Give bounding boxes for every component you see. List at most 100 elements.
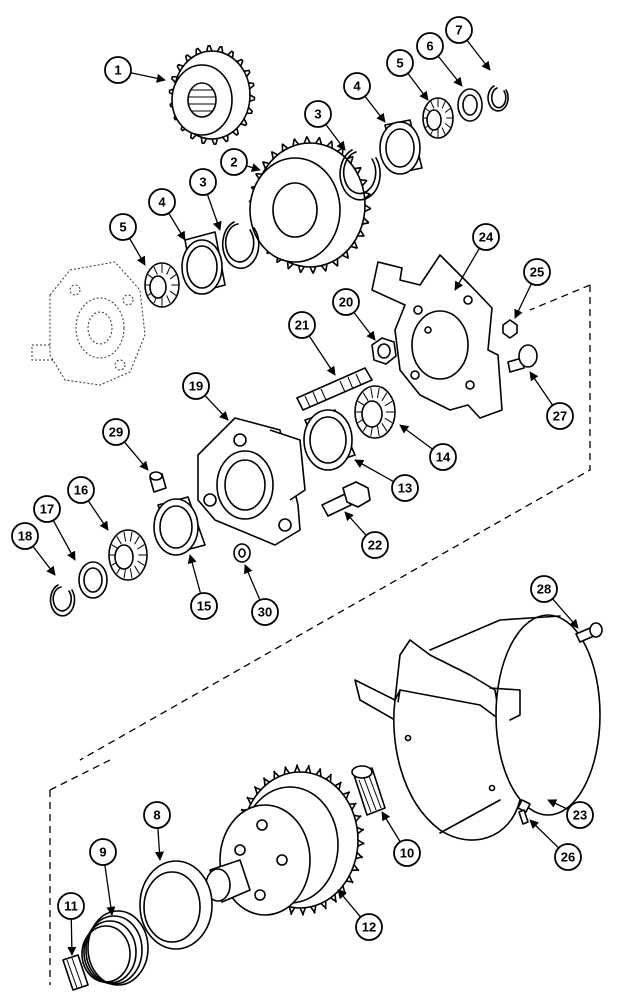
part-seal-ring [139, 860, 213, 950]
callout-c3a: 3 [189, 168, 217, 196]
callout-c7: 7 [445, 16, 473, 44]
part-cap-screw [507, 344, 538, 373]
callout-leader-line [123, 441, 149, 471]
callout-c11: 11 [57, 892, 85, 920]
callout-number: 25 [530, 265, 544, 280]
callout-circle [393, 839, 421, 867]
callout-leader-line [325, 124, 346, 151]
callout-circle [182, 372, 210, 400]
callout-number: 30 [258, 605, 272, 620]
callout-circle [523, 258, 551, 286]
callout-number: 21 [295, 318, 309, 333]
callout-leader-line [454, 247, 480, 291]
part-cap-screw [575, 622, 603, 643]
callout-circle [189, 168, 217, 196]
callout-number: 12 [362, 920, 376, 935]
callout-c22: 22 [361, 531, 389, 559]
part-dowel-pin [149, 471, 167, 493]
callout-c5b: 5 [386, 49, 414, 77]
part-thrust-washer [457, 88, 483, 122]
callout-c24: 24 [472, 223, 500, 251]
callout-c3b: 3 [304, 100, 332, 128]
callout-circle [109, 213, 137, 241]
part-retaining-ring [487, 85, 509, 112]
part-thrust-washer [78, 561, 108, 599]
callout-c4a: 4 [148, 188, 176, 216]
callout-leader-line [381, 811, 401, 843]
callout-circle [89, 838, 117, 866]
callout-c4b: 4 [343, 72, 371, 100]
callout-number: 4 [158, 195, 166, 210]
callout-leader-line [128, 237, 146, 266]
callout-c17: 17 [33, 495, 61, 523]
callout-c28: 28 [530, 575, 558, 603]
part-splined-coupler [62, 954, 89, 991]
callout-c1: 1 [104, 56, 132, 84]
callout-number: 2 [230, 155, 237, 170]
callout-leader-line [437, 55, 463, 87]
callout-leader-line [104, 864, 116, 916]
part-spur-gear-small [168, 44, 256, 146]
callout-number: 8 [153, 808, 160, 823]
callout-leader-line [547, 799, 569, 811]
callout-c21: 21 [288, 311, 316, 339]
part-coil-spring [81, 910, 149, 986]
part-tapered-bearing [422, 97, 454, 139]
callout-number: 29 [109, 425, 123, 440]
callout-leader-line [67, 918, 77, 956]
callout-leader-line [87, 500, 109, 531]
callout-leader-line [514, 283, 532, 319]
ghost-housing-outline [31, 261, 146, 386]
callout-leader-line [354, 459, 394, 483]
callout-c10: 10 [393, 839, 421, 867]
part-bearing-cup [379, 119, 423, 175]
callout-number: 17 [40, 502, 54, 517]
callout-number: 5 [396, 56, 403, 71]
callout-c2: 2 [220, 148, 248, 176]
callout-leader-line [32, 545, 56, 576]
callout-number: 10 [400, 846, 414, 861]
callout-c18: 18 [11, 522, 39, 550]
callout-circle [67, 476, 95, 504]
callout-number: 16 [74, 483, 88, 498]
part-mounting-plate [371, 254, 503, 419]
callout-circle [57, 892, 85, 920]
callout-number: 3 [314, 107, 321, 122]
callout-circle [391, 474, 419, 502]
part-bearing-cup [303, 409, 356, 471]
callout-circle [355, 913, 383, 941]
part-bearing-cup [153, 496, 206, 556]
callout-circle [445, 16, 473, 44]
callout-c29: 29 [102, 418, 130, 446]
part-output-gear-shaft [205, 764, 365, 916]
callout-leader-line [130, 72, 166, 83]
callout-c23: 23 [566, 801, 594, 829]
callout-number: 15 [197, 599, 211, 614]
callout-c14: 14 [429, 443, 457, 471]
callout-circle [148, 188, 176, 216]
callout-c9: 9 [89, 838, 117, 866]
callout-number: 9 [99, 845, 106, 860]
part-hex-bolt [321, 481, 371, 517]
callout-c27: 27 [546, 402, 574, 430]
callout-leader-line [364, 95, 386, 123]
callout-leader-line [353, 311, 376, 341]
part-tapered-bearing [108, 529, 148, 581]
callout-leader-line [204, 395, 229, 421]
callout-c16: 16 [67, 476, 95, 504]
callout-c6: 6 [416, 32, 444, 60]
callout-number: 6 [426, 39, 433, 54]
callout-c20: 20 [332, 288, 360, 316]
part-lock-nut [502, 319, 518, 339]
callout-leader-line [246, 163, 261, 172]
callout-leader-line [337, 889, 362, 918]
callout-number: 24 [479, 230, 494, 245]
part-splined-coupler [351, 765, 386, 816]
callout-leaders [32, 39, 579, 956]
part-cap-screw [517, 799, 531, 825]
callout-circle [386, 49, 414, 77]
callout-number: 13 [398, 481, 412, 496]
callout-circle [332, 288, 360, 316]
callout-leader-line [206, 194, 222, 231]
callout-circle [546, 402, 574, 430]
